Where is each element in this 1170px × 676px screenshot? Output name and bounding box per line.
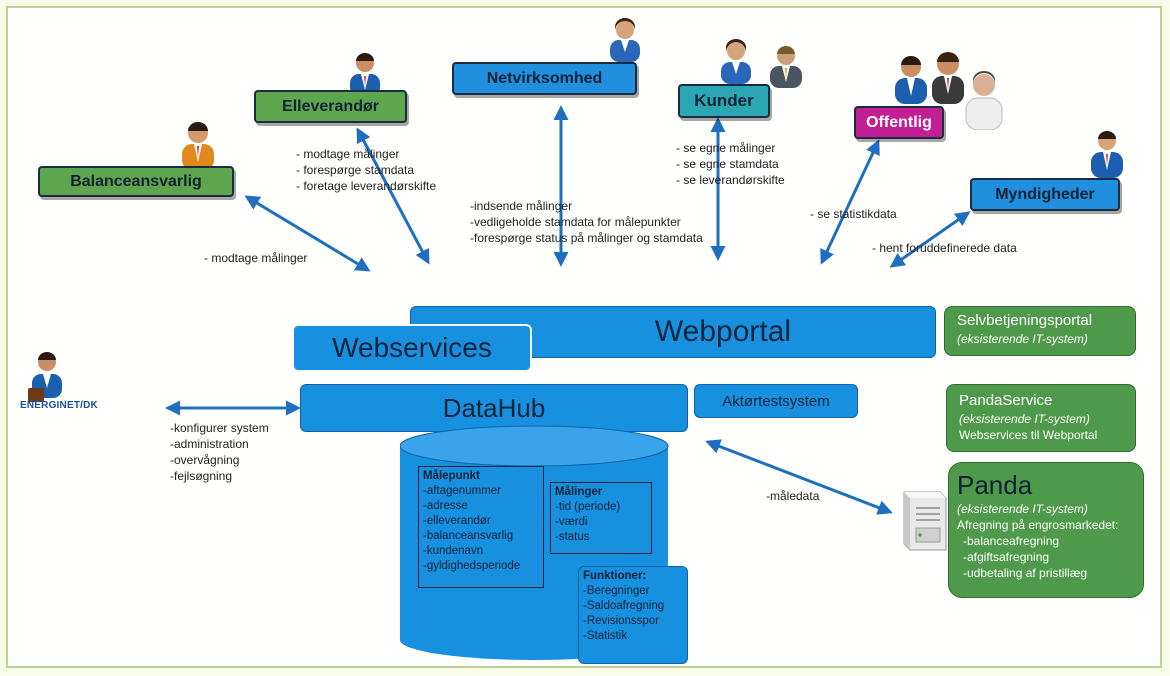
note-line: - forespørge stamdata bbox=[296, 163, 415, 177]
pandaservice-line: Webservices til Webportal bbox=[959, 428, 1098, 442]
panda-title: Panda bbox=[957, 470, 1033, 500]
malepunkt-item: -gyldighedsperiode bbox=[423, 560, 521, 572]
person-energinet-icon bbox=[28, 352, 62, 402]
note-line: -fejlsøgning bbox=[170, 469, 233, 483]
note-line: - se egne målinger bbox=[676, 141, 776, 155]
malepunkt-item: -elleverandør bbox=[423, 515, 491, 527]
malinger-box: Målinger -tid (periode) -værdi -status bbox=[550, 482, 652, 554]
webservices-box: Webservices bbox=[292, 324, 532, 372]
pandaservice-box: PandaService (eksisterende IT-system) We… bbox=[946, 384, 1136, 452]
webservices-label: Webservices bbox=[332, 332, 492, 363]
person-offentlig-3-icon bbox=[965, 71, 1003, 130]
note-offentlig: - se statistikdata bbox=[810, 206, 897, 222]
actor-elleverandor: Elleverandør bbox=[254, 90, 407, 123]
note-balance: - modtage målinger bbox=[204, 250, 307, 266]
selvbetjeningsportal-sub: (eksisterende IT-system) bbox=[957, 332, 1088, 346]
funktioner-item: -Saldoafregning bbox=[583, 600, 665, 612]
datahub-box: DataHub bbox=[300, 384, 688, 432]
funktioner-item: -Statistik bbox=[583, 630, 628, 642]
person-kunder-woman-icon bbox=[721, 39, 751, 84]
note-energinet: -konfigurer system -administration -over… bbox=[170, 420, 269, 484]
panda-item: -afgiftsafregning bbox=[963, 550, 1050, 564]
malinger-title: Målinger bbox=[555, 486, 603, 498]
note-line: - modtage målinger bbox=[204, 251, 308, 265]
panda-box: Panda (eksisterende IT-system) Afregning… bbox=[948, 462, 1144, 598]
note-netvirksomhed: -indsende målinger -vedligeholde stamdat… bbox=[470, 198, 703, 246]
server-icon bbox=[903, 491, 947, 551]
selvbetjeningsportal-box: Selvbetjeningsportal (eksisterende IT-sy… bbox=[944, 306, 1136, 356]
malinger-item: -tid (periode) bbox=[555, 501, 621, 513]
note-line: -indsende målinger bbox=[470, 199, 573, 213]
note-myndigheder: - hent foruddefinerede data bbox=[872, 240, 1017, 256]
panda-item: -balanceafregning bbox=[963, 534, 1060, 548]
note-line: -konfigurer system bbox=[170, 421, 269, 435]
actor-myndigheder: Myndigheder bbox=[970, 178, 1120, 211]
note-line: -forespørge status på målinger og stamda… bbox=[470, 231, 703, 245]
funktioner-item: -Beregninger bbox=[583, 585, 650, 597]
note-line: - modtage målinger bbox=[296, 147, 400, 161]
malepunkt-item: -aftagenummer bbox=[423, 485, 501, 497]
panda-item: -udbetaling af pristillæg bbox=[963, 566, 1088, 580]
pandaservice-title: PandaService bbox=[959, 392, 1053, 409]
note-line: - se leverandørskifte bbox=[676, 173, 785, 187]
webportal-label: Webportal bbox=[654, 315, 792, 348]
person-offentlig-2-icon bbox=[932, 52, 964, 104]
note-line: - se statistikdata bbox=[810, 207, 897, 221]
funktioner-title: Funktioner: bbox=[583, 570, 647, 582]
actor-kunder: Kunder bbox=[678, 84, 770, 118]
malepunkt-box: Målepunkt -aftagenummer -adresse -elleve… bbox=[418, 466, 544, 588]
person-balance-icon bbox=[182, 122, 214, 170]
arrow-balance bbox=[244, 195, 371, 272]
selvbetjeningsportal-title: Selvbetjeningsportal bbox=[957, 312, 1093, 329]
pandaservice-sub: (eksisterende IT-system) bbox=[959, 412, 1090, 426]
arrow-myndigheder bbox=[889, 211, 971, 268]
note-line: -administration bbox=[170, 437, 249, 451]
malepunkt-item: -kundenavn bbox=[423, 545, 484, 557]
note-line: - hent foruddefinerede data bbox=[872, 241, 1017, 255]
actor-balanceansvarlig: Balanceansvarlig bbox=[38, 166, 234, 197]
actor-netvirksomhed: Netvirksomhed bbox=[452, 62, 637, 95]
person-myndigheder-icon bbox=[1091, 131, 1123, 178]
panda-line: Afregning på engrosmarkedet: bbox=[957, 518, 1119, 532]
panda-sub: (eksisterende IT-system) bbox=[957, 502, 1088, 516]
arrow-elleverandor bbox=[356, 127, 430, 265]
note-line: -måledata bbox=[766, 489, 820, 503]
arrow-offentlig bbox=[820, 139, 880, 265]
funktioner-box: Funktioner: -Beregninger -Saldoafregning… bbox=[578, 566, 688, 664]
malepunkt-item: -balanceansvarlig bbox=[423, 530, 514, 542]
note-kunder: - se egne målinger - se egne stamdata - … bbox=[676, 140, 785, 188]
datahub-label: DataHub bbox=[442, 392, 546, 423]
note-line: - foretage leverandørskifte bbox=[296, 179, 437, 193]
aktortestsystem-label: Aktørtestsystem bbox=[722, 392, 830, 410]
note-line: -overvågning bbox=[170, 453, 240, 467]
energinet-logo: ENERGINET/DK bbox=[20, 400, 98, 411]
malepunkt-title: Målepunkt bbox=[423, 470, 480, 482]
note-line: - se egne stamdata bbox=[676, 157, 779, 171]
malinger-item: -værdi bbox=[555, 516, 588, 528]
person-kunder-man-icon bbox=[770, 46, 802, 88]
funktioner-item: -Revisionsspor bbox=[583, 615, 660, 627]
actor-offentlig: Offentlig bbox=[854, 106, 944, 139]
person-offentlig-1-icon bbox=[895, 56, 927, 104]
aktortestsystem-box: Aktørtestsystem bbox=[694, 384, 858, 418]
arrow-panda bbox=[705, 439, 893, 515]
note-panda: -måledata bbox=[766, 488, 819, 504]
person-netvirksomhed-icon bbox=[610, 18, 640, 62]
malinger-item: -status bbox=[555, 531, 590, 543]
malepunkt-item: -adresse bbox=[423, 500, 468, 512]
note-line: -vedligeholde stamdata for målepunkter bbox=[470, 215, 681, 229]
note-elleverandor: - modtage målinger - forespørge stamdata… bbox=[296, 146, 436, 194]
